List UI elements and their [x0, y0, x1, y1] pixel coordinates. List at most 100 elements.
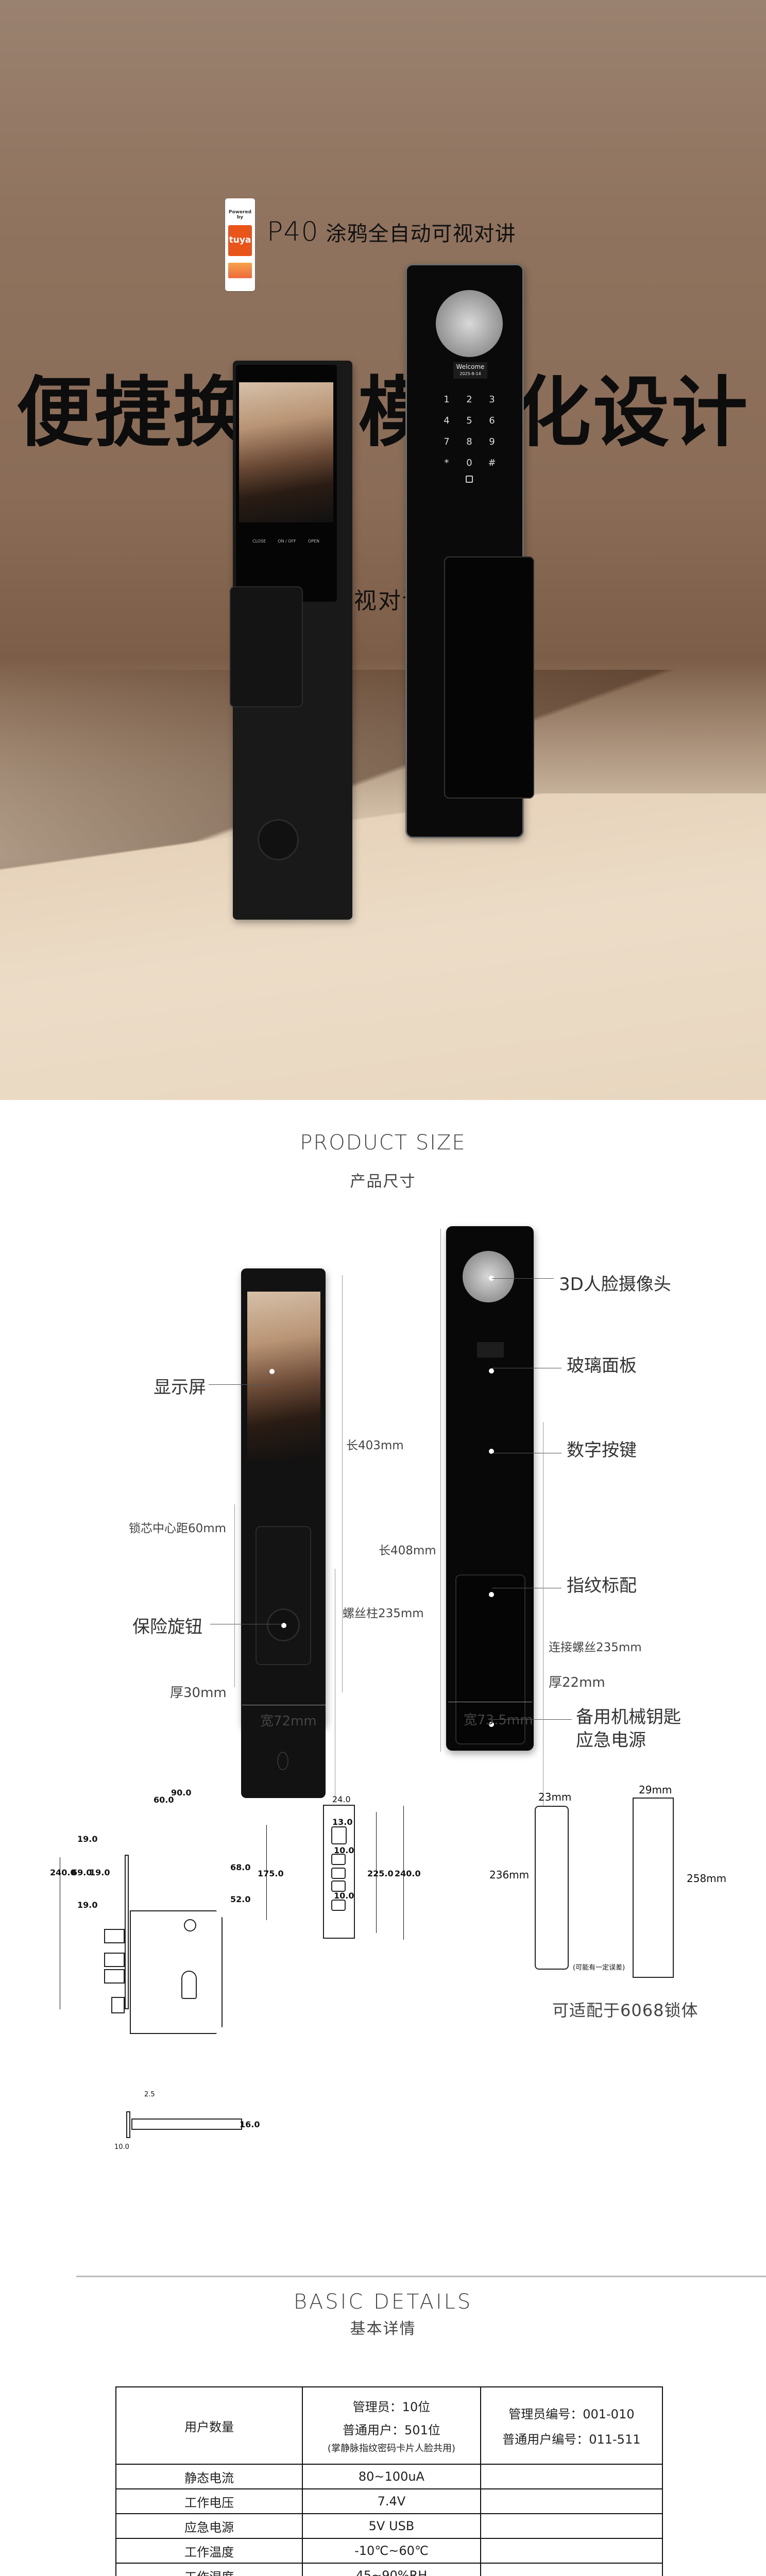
camera-diagram-icon — [463, 1251, 514, 1302]
dim-screw-post: 螺丝柱235mm — [343, 1607, 424, 1620]
tuya-logo-icon: tuya — [228, 225, 252, 256]
row-value: 7.4V — [302, 2488, 481, 2514]
table-row: 工作湿度45~90%RH — [115, 2563, 663, 2576]
keys-marker-dot — [489, 1449, 494, 1454]
dim-mortise-19a: 19.0 — [77, 1834, 98, 1844]
row-label: 静态电流 — [115, 2464, 303, 2489]
key-0[interactable]: 0 — [466, 457, 472, 468]
close-button[interactable]: CLOSE — [252, 539, 266, 544]
row-extra — [480, 2513, 663, 2539]
normal-count: 普通用户：501位 — [343, 2423, 440, 2437]
onoff-button[interactable]: ON / OFF — [278, 539, 296, 544]
key-star[interactable]: * — [444, 457, 449, 468]
key-hole-icon — [277, 1752, 288, 1770]
dim-mortise-52: 52.0 — [230, 1894, 251, 1904]
callout-line-backup — [492, 1719, 572, 1720]
indoor-lock-image: CLOSE ON / OFF OPEN — [230, 361, 352, 920]
key-7[interactable]: 7 — [444, 436, 450, 447]
safety-knob-icon — [258, 819, 299, 860]
callout-safety-knob: 保险旋钮 — [132, 1617, 202, 1637]
hero-subtitle: 3D人脸可视对讲+掌静脉 — [246, 588, 520, 614]
lock-icon — [466, 476, 473, 483]
latch-bolt-2 — [104, 1953, 125, 1967]
dim-thickness-30: 厚30mm — [170, 1685, 227, 1701]
indoor-screen: CLOSE ON / OFF OPEN — [236, 365, 337, 602]
dim-mortise-19b: 19.0 — [90, 1868, 110, 1877]
row-extra — [480, 2538, 663, 2564]
latch-bolt-1 — [104, 1929, 125, 1943]
model-description: 涂鸦全自动可视对讲 — [326, 222, 516, 246]
product-size-title-en: PRODUCT SIZE — [300, 1131, 466, 1155]
admin-count: 管理员：10位 — [352, 2400, 431, 2414]
row-extra — [480, 2563, 663, 2576]
open-button[interactable]: OPEN — [308, 539, 319, 544]
faceplate-slot-2 — [331, 1854, 346, 1865]
dim-faceplate-225: 225.0 — [367, 1869, 394, 1878]
screen-buttons: CLOSE ON / OFF OPEN — [252, 539, 319, 544]
callout-glass: 玻璃面板 — [567, 1355, 637, 1376]
table-row: 用户数量 管理员：10位 普通用户：501位 (掌静脉指纹密码卡片人脸共用) 管… — [115, 2386, 663, 2465]
bell-icon[interactable]: # — [488, 457, 496, 468]
model-heading: P40 涂鸦全自动可视对讲 — [267, 216, 516, 247]
mortise-case-drawing — [130, 1910, 223, 2034]
display-welcome: Welcome — [456, 363, 485, 370]
dim-bolt-10: 10.0 — [114, 2143, 129, 2151]
bolt-bar — [131, 2119, 242, 2130]
floor-surface — [0, 793, 766, 1100]
row-extra — [480, 2488, 663, 2514]
faceplate-slot-4 — [331, 1880, 346, 1892]
dim-line-lock-center — [234, 1504, 235, 1687]
faceplate-slot-1 — [331, 1826, 347, 1844]
dim-mortise-240: 240.0 — [50, 1868, 76, 1877]
row-label: 应急电源 — [115, 2513, 303, 2539]
strike-plate-29 — [633, 1798, 674, 1978]
key-8[interactable]: 8 — [466, 436, 472, 447]
cylinder-hole-icon — [181, 1971, 197, 1999]
shared-note: (掌静脉指纹密码卡片人脸共用) — [327, 2443, 455, 2454]
outdoor-lock-image: Welcome 2025-8-14 1 2 3 4 5 6 7 8 9 * 0 … — [405, 264, 534, 838]
dim-line-403 — [342, 1275, 343, 1692]
row-extra — [480, 2464, 663, 2489]
basic-details-title-cn: 基本详情 — [350, 2320, 416, 2338]
strike-tolerance-note: (可能有一定误差) — [573, 1964, 625, 1972]
key-5[interactable]: 5 — [466, 415, 472, 426]
key-4[interactable]: 4 — [444, 415, 450, 426]
face-camera-icon — [436, 290, 503, 357]
key-2[interactable]: 2 — [466, 394, 472, 405]
product-size-title-cn: 产品尺寸 — [350, 1173, 416, 1191]
dim-strike-23: 23mm — [538, 1791, 572, 1803]
fingerprint-marker-dot — [489, 1592, 494, 1597]
keypad: 1 2 3 4 5 6 7 8 9 * 0 # — [435, 394, 503, 468]
dim-line-408 — [440, 1229, 441, 1752]
row-label: 工作电压 — [115, 2488, 303, 2514]
key-6[interactable]: 6 — [489, 415, 495, 426]
row-value: 80~100uA — [302, 2464, 481, 2489]
strike-plate-23 — [535, 1806, 569, 1970]
fingerprint-handle-diagram — [455, 1574, 525, 1744]
row-value: 45~90%RH — [302, 2563, 481, 2576]
callout-screen: 显示屏 — [154, 1377, 206, 1398]
dim-bolt-2-5: 2.5 — [144, 2091, 155, 2098]
dim-thickness-22: 厚22mm — [549, 1675, 605, 1690]
outdoor-lock-diagram — [446, 1226, 534, 1751]
key-3[interactable]: 3 — [489, 394, 495, 405]
row-extra: 管理员编号：001-010 普通用户编号：011-511 — [480, 2386, 663, 2465]
outdoor-handle — [444, 556, 534, 799]
display-date: 2025-8-14 — [459, 371, 481, 376]
dim-bolt-16: 16.0 — [240, 2120, 260, 2129]
welcome-display: Welcome 2025-8-14 — [453, 362, 487, 379]
dim-length-408: 长408mm — [379, 1544, 436, 1557]
callout-fingerprint: 指纹标配 — [567, 1575, 637, 1596]
dim-width-73: 宽73.5mm — [464, 1713, 533, 1728]
callout-line-camera — [492, 1278, 554, 1279]
key-9[interactable]: 9 — [489, 436, 495, 447]
bolt-plate — [126, 2111, 130, 2138]
admin-number-range: 管理员编号：001-010 — [508, 2407, 635, 2421]
dim-screw-235: 连接螺丝235mm — [549, 1641, 642, 1654]
key-1[interactable]: 1 — [444, 394, 450, 405]
model-number: P40 — [267, 216, 319, 247]
powered-by-text: Powered by — [228, 210, 252, 220]
camera-marker-dot — [489, 1276, 494, 1281]
